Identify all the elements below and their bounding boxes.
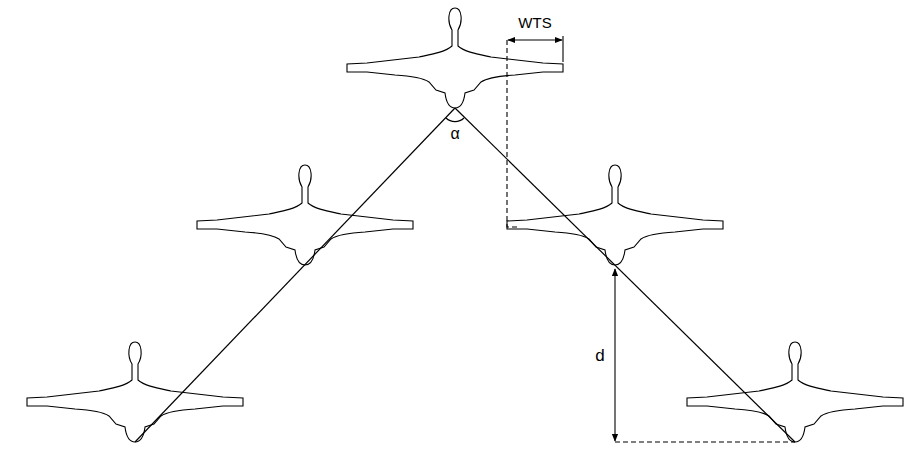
dimension-label: WTS	[518, 15, 551, 30]
formation-lines	[135, 108, 795, 442]
angle-arc	[446, 118, 464, 122]
angle-label: α	[450, 126, 459, 142]
dimension-label: d	[595, 347, 604, 364]
d-dimension	[615, 269, 795, 442]
aircraft	[27, 8, 903, 442]
wts-dimension	[507, 36, 563, 227]
